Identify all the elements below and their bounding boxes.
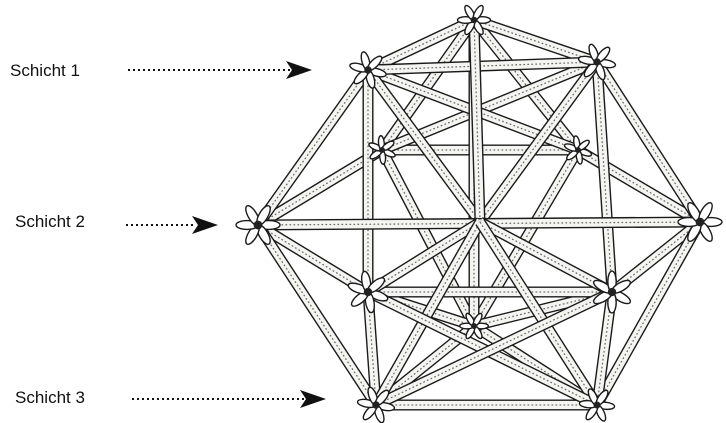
rod-l1-r1 xyxy=(368,62,597,70)
layer-3-arrow xyxy=(132,390,326,408)
rod-l2-l3 xyxy=(258,225,376,405)
layer-1-arrow xyxy=(128,61,312,79)
rod-r1-mr xyxy=(597,62,612,292)
rods-front xyxy=(258,20,700,405)
rod-l1-l2 xyxy=(258,70,368,225)
layer-2-arrow xyxy=(126,216,218,234)
rod-r1-r2 xyxy=(597,62,700,222)
rod-t-c xyxy=(474,20,480,222)
